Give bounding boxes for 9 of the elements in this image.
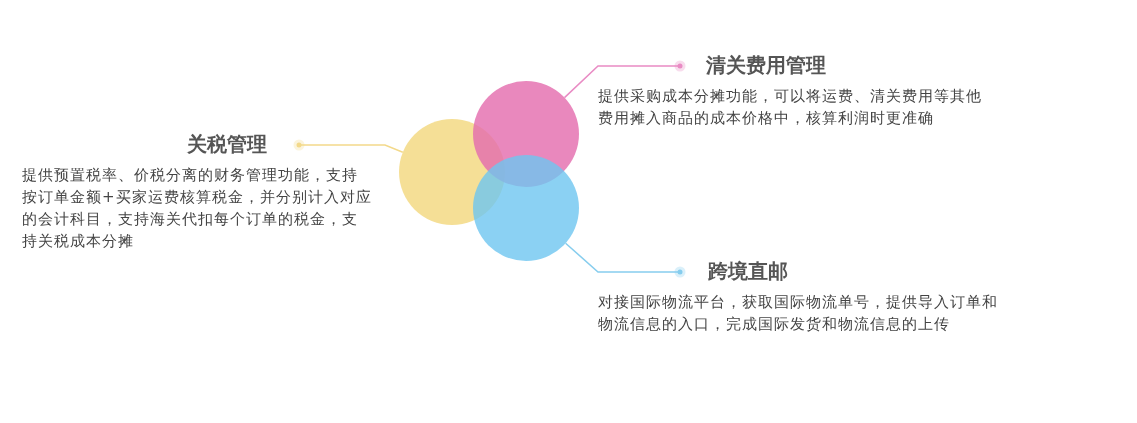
leader-line bbox=[293, 139, 404, 153]
description: 对接国际物流平台，获取国际物流单号，提供导入订单和物流信息的入口，完成国际发货和物流信息的上传 bbox=[598, 292, 998, 335]
heading: 关税管理 bbox=[187, 131, 267, 158]
leader-line bbox=[563, 60, 686, 99]
heading: 跨境直邮 bbox=[708, 258, 788, 285]
leader-line bbox=[564, 242, 686, 278]
description: 提供采购成本分摊功能，可以将运费、清关费用等其他费用摊入商品的成本价格中，核算利润时更准确 bbox=[598, 86, 983, 129]
heading: 清关费用管理 bbox=[706, 52, 826, 79]
description: 提供预置税率、价税分离的财务管理功能，支持按订单金额+买家运费核算税金，并分别计入对应的会计科目，支持海关代扣每个订单的税金，支持关税成本分摊 bbox=[22, 165, 372, 252]
